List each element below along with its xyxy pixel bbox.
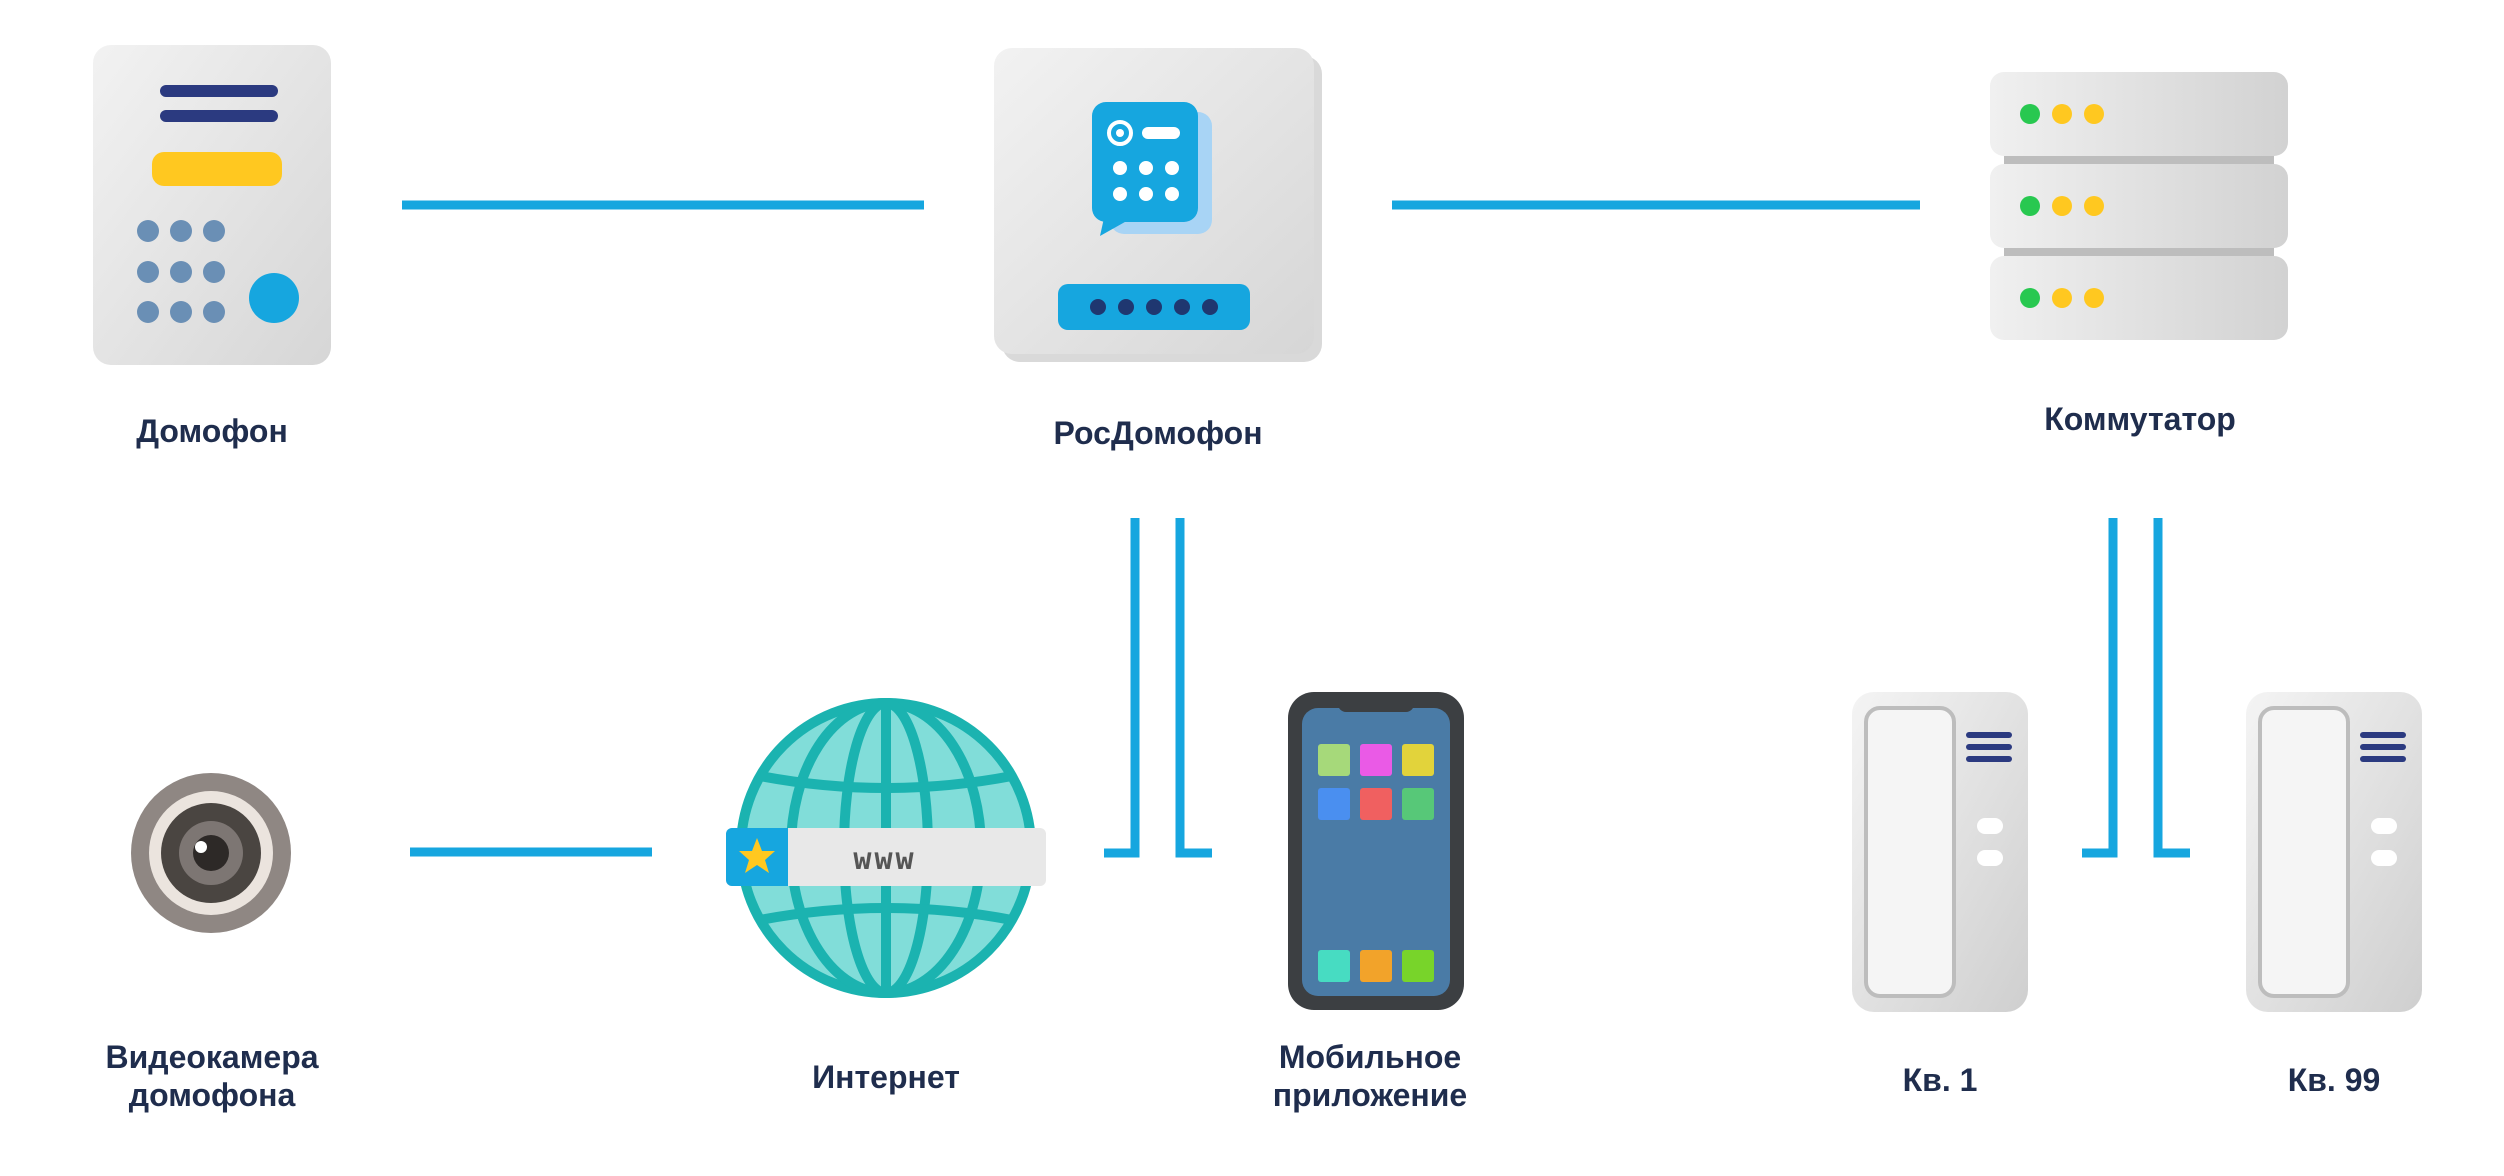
url-bar-text: www: [853, 842, 916, 877]
label-rosdomofon: РосДомофон: [1053, 415, 1263, 451]
label-apt1: Кв. 1: [1902, 1062, 1978, 1098]
star-icon: [739, 838, 775, 873]
rosdomofon-device-icon: [994, 48, 1322, 362]
apartment-handset-icon: [1852, 692, 2028, 1012]
url-bar: [726, 828, 1046, 886]
connectors: [402, 200, 2190, 858]
label-switch: Коммутатор: [2044, 401, 2236, 437]
label-mobile-app: Мобильное приложение: [1272, 1039, 1468, 1113]
label-apt99: Кв. 99: [2287, 1062, 2381, 1098]
mobile-phone-icon: [1288, 692, 1464, 1010]
link-switch-apt99: [2153, 518, 2190, 858]
video-camera-icon: [131, 773, 291, 933]
intercom-panel-icon: [93, 45, 331, 365]
apartment-handset-icon: [2246, 692, 2422, 1012]
switch-server-icon: [1990, 72, 2288, 340]
link-switch-apt1: [2082, 518, 2118, 858]
link-rosdomofon-internet: [1104, 518, 1140, 858]
label-internet: Интернет: [812, 1059, 960, 1095]
label-domofon: Домофон: [136, 413, 288, 449]
label-camera: Видеокамера домофона: [105, 1039, 319, 1113]
link-rosdomofon-mobile: [1175, 518, 1212, 858]
